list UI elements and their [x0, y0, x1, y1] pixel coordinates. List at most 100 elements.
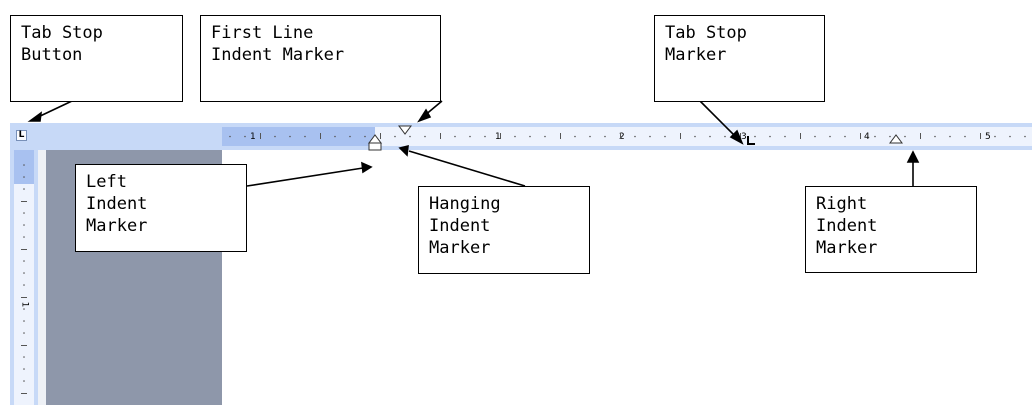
ruler-tick-minor: [454, 135, 456, 138]
ruler-tick-minor: [274, 135, 276, 138]
ruler-tick-minor: [23, 320, 25, 322]
ruler-tick-minor: [724, 135, 726, 138]
ruler-tick-major: [920, 133, 921, 139]
ruler-tick-minor: [709, 135, 711, 138]
vertical-ruler-top-margin[interactable]: [14, 150, 34, 184]
tab-stop-button[interactable]: L: [16, 130, 27, 141]
ruler-tick-major: [740, 133, 741, 139]
ruler-tick-major: [440, 133, 441, 139]
ruler-tick-minor: [23, 308, 25, 310]
ruler-tick-minor: [589, 135, 591, 138]
ruler-tick-minor: [394, 135, 396, 138]
ruler-tick-major: [260, 133, 261, 139]
ruler-tick-major: [800, 133, 801, 139]
ruler-tick-minor: [23, 188, 25, 190]
ruler-tick-minor: [844, 135, 846, 138]
horizontal-ruler-text-area: [222, 127, 1032, 146]
ruler-tick-minor: [949, 135, 951, 138]
ruler-tick-minor: [829, 135, 831, 138]
tab-stop-marker[interactable]: [747, 136, 755, 145]
first-line-indent-marker[interactable]: [398, 125, 412, 135]
ruler-tick-minor: [754, 135, 756, 138]
ruler-tick-minor: [484, 135, 486, 138]
hanging-indent-callout: Hanging Indent Marker: [418, 186, 590, 274]
ruler-tick-major: [500, 133, 501, 139]
ruler-tick-minor: [544, 135, 546, 138]
ruler-tick-major: [320, 133, 321, 139]
ruler-tick-minor: [23, 164, 25, 166]
ruler-tick-minor: [994, 135, 996, 138]
tab-stop-marker-callout: Tab Stop Marker: [654, 15, 825, 102]
ruler-tick-minor: [23, 332, 25, 334]
ruler-tick-minor: [964, 135, 966, 138]
ruler-tick-major: [21, 393, 27, 394]
ruler-tick-minor: [904, 135, 906, 138]
ruler-tick-minor: [349, 135, 351, 138]
right-indent-marker[interactable]: [889, 134, 903, 144]
ruler-tick-minor: [694, 135, 696, 138]
ruler-tick-minor: [229, 135, 231, 138]
ruler-tick-minor: [604, 135, 606, 138]
ruler-tick-minor: [634, 135, 636, 138]
vertical-ruler-ticks: [21, 164, 27, 394]
ruler-tick-major: [560, 133, 561, 139]
hanging-indent-marker[interactable]: [368, 134, 382, 144]
left-indent-marker[interactable]: [368, 142, 382, 151]
ruler-tick-minor: [23, 380, 25, 382]
ruler-tick-minor: [814, 135, 816, 138]
ruler-tick-major: [620, 133, 621, 139]
ruler-tick-major: [380, 133, 381, 139]
ruler-tick-major: [980, 133, 981, 139]
ruler-tick-minor: [514, 135, 516, 138]
ruler-tick-minor: [23, 272, 25, 274]
ruler-tick-minor: [889, 135, 891, 138]
ruler-tick-minor: [244, 135, 246, 138]
ruler-tick-minor: [664, 135, 666, 138]
callout-arrows: [27, 100, 920, 187]
ruler-tick-minor: [769, 135, 771, 138]
ruler-tick-major: [21, 297, 27, 298]
ruler-number: 1: [495, 132, 501, 142]
ruler-tick-minor: [23, 284, 25, 286]
ruler-tick-minor: [23, 212, 25, 214]
ruler-number: 5: [985, 132, 991, 142]
ruler-tick-minor: [289, 135, 291, 138]
ruler-tick-major: [21, 345, 27, 346]
ruler-tick-minor: [23, 356, 25, 358]
ruler-tick-minor: [23, 236, 25, 238]
ruler-tick-major: [21, 201, 27, 202]
ruler-tick-minor: [874, 135, 876, 138]
ruler-number: 3: [741, 132, 747, 142]
ruler-tick-minor: [23, 224, 25, 226]
ruler-tick-major: [21, 249, 27, 250]
ruler-tick-minor: [529, 135, 531, 138]
ruler-number: 2: [619, 132, 625, 142]
ruler-tick-minor: [304, 135, 306, 138]
ruler-tick-minor: [23, 176, 25, 178]
ruler-tick-minor: [23, 260, 25, 262]
ruler-tick-major: [680, 133, 681, 139]
horizontal-ruler-ticks: [229, 133, 1026, 139]
left-indent-callout: Left Indent Marker: [75, 164, 247, 252]
ruler-tick-minor: [469, 135, 471, 138]
horizontal-ruler-left-margin[interactable]: [222, 127, 375, 146]
ruler-tick-minor: [784, 135, 786, 138]
ruler-tick-minor: [1024, 135, 1026, 138]
ruler-number: 1: [250, 132, 256, 142]
ruler-tick-minor: [334, 135, 336, 138]
vertical-ruler-text-area: [14, 184, 34, 405]
ruler-tick-minor: [934, 135, 936, 138]
ruler-tick-minor: [1009, 135, 1011, 138]
ruler-tick-minor: [23, 368, 25, 370]
ruler-tick-minor: [574, 135, 576, 138]
document-border: [38, 150, 46, 405]
first-line-indent-callout: First Line Indent Marker: [200, 15, 441, 102]
ruler-number: 4: [864, 132, 870, 142]
right-indent-callout: Right Indent Marker: [805, 186, 977, 273]
ruler-tick-minor: [649, 135, 651, 138]
ruler-tick-minor: [424, 135, 426, 138]
ruler-tick-major: [860, 133, 861, 139]
tab-stop-button-callout: Tab Stop Button: [10, 15, 183, 102]
ruler-tick-minor: [409, 135, 411, 138]
